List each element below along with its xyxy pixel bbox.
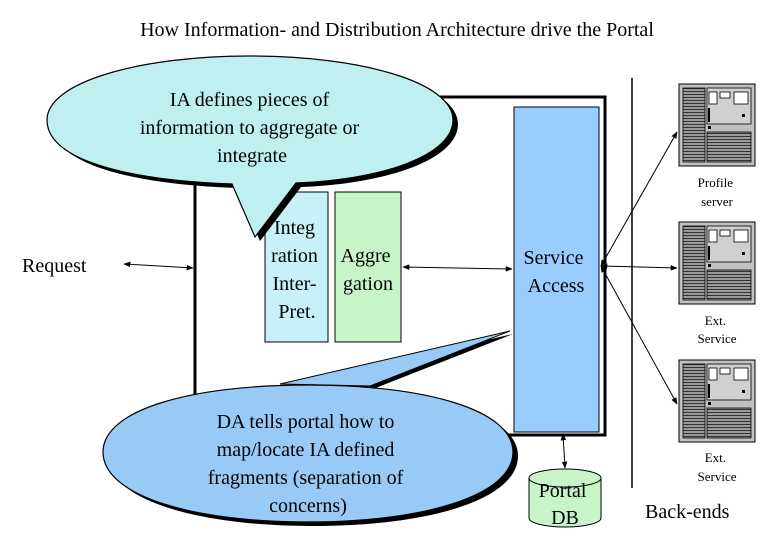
ext-service-server-icon-2 <box>678 359 756 443</box>
ext-service-label-2: Ext. Service <box>698 450 737 484</box>
service-access-label: Service Access <box>524 247 589 297</box>
ext-service-arrow-1 <box>600 263 678 271</box>
service-access-box <box>513 106 600 433</box>
ia-callout <box>46 55 458 241</box>
portal-db-cylinder <box>528 468 602 528</box>
profile-server-label: Profile server <box>698 175 737 209</box>
request-arrow <box>123 261 194 271</box>
profile-server-icon <box>678 83 756 167</box>
diagram-title: How Information- and Distribution Archit… <box>140 19 654 41</box>
da-callout-text: DA tells portal how to map/locate IA def… <box>208 411 408 517</box>
da-callout <box>102 330 518 526</box>
ia-callout-text: IA defines pieces of information to aggr… <box>140 89 364 167</box>
aggregation-service-arrow <box>402 264 513 272</box>
aggregation-box <box>334 191 402 343</box>
ext-service-label-1: Ext. Service <box>698 313 737 346</box>
ext-service-server-icon-1 <box>678 221 756 305</box>
ext-service-arrow-2 <box>600 265 678 405</box>
profile-server-arrow <box>600 131 678 267</box>
integration-label: Integ ration Inter- Pret. <box>271 217 323 323</box>
aggregation-label: Aggre gation <box>341 245 396 295</box>
backends-label: Back-ends <box>645 501 730 523</box>
portal-db-label: Portal DB <box>539 480 592 529</box>
db-arrow <box>560 433 568 469</box>
request-label: Request <box>22 255 87 277</box>
